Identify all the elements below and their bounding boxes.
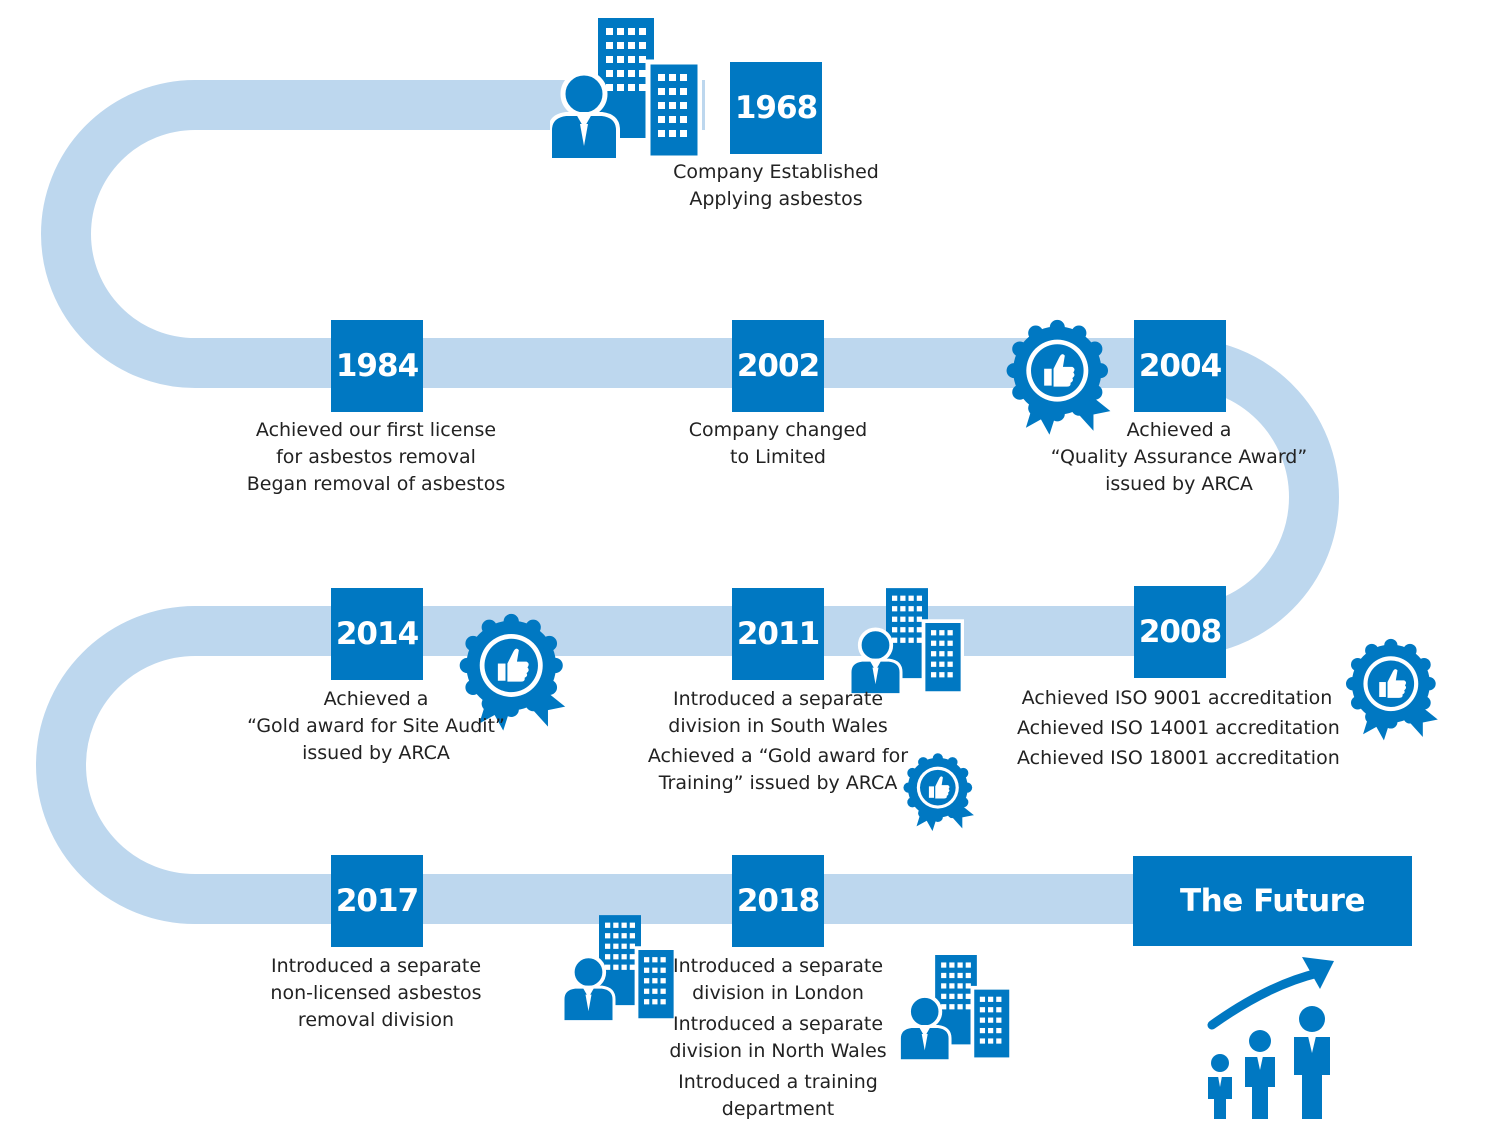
- milestone-line: Achieved a “Gold award for: [647, 745, 909, 767]
- year-box-2008: 2008: [1134, 586, 1226, 678]
- year-box-2018: 2018: [732, 855, 824, 947]
- future-box: The Future: [1133, 856, 1412, 946]
- milestone-line: issued by ARCA: [302, 742, 450, 764]
- milestone-line: Training” issued by ARCA: [658, 772, 898, 794]
- milestone-line: Achieved a: [1126, 419, 1232, 441]
- milestone-line: Achieved our first license: [255, 419, 497, 441]
- milestone-line: Introduced a training: [678, 1071, 878, 1093]
- milestone-line: Introduced a separate: [672, 955, 884, 977]
- milestone-line: department: [721, 1098, 835, 1120]
- milestone-line: removal division: [297, 1009, 455, 1031]
- milestone-line: Company changed: [688, 419, 868, 441]
- milestone-line: for asbestos removal: [276, 446, 476, 468]
- milestone-text-2008: Achieved ISO 9001 accreditation Achieved…: [1017, 683, 1340, 773]
- award-ribbon-thumbs-up-icon: [1346, 637, 1442, 745]
- year-box-1968: 1968: [730, 62, 822, 154]
- milestone-line: to Limited: [730, 446, 826, 468]
- milestone-line: Applying asbestos: [689, 188, 863, 210]
- milestone-line: Achieved ISO 9001 accreditation: [1021, 687, 1333, 709]
- milestone-line: non-licensed asbestos: [270, 982, 482, 1004]
- milestone-line: “Quality Assurance Award”: [1050, 446, 1308, 468]
- year-box-2004: 2004: [1134, 320, 1226, 412]
- milestone-line: division in London: [692, 982, 864, 1004]
- milestone-text-2018: Introduced a separate division in London…: [618, 953, 938, 1123]
- milestone-line: division in South Wales: [668, 715, 888, 737]
- milestone-line: Introduced a separate: [270, 955, 482, 977]
- milestone-text-2014: Achieved a “Gold award for Site Audit” i…: [216, 686, 536, 767]
- milestone-line: issued by ARCA: [1105, 473, 1253, 495]
- milestone-line: Achieved ISO 14001 accreditation: [1017, 717, 1340, 739]
- milestone-line: Achieved a: [323, 688, 429, 710]
- milestone-text-1968: Company Established Applying asbestos: [616, 159, 936, 213]
- milestone-line: division in North Wales: [669, 1040, 887, 1062]
- milestone-line: Company Established: [673, 161, 879, 183]
- milestone-text-2011: Introduced a separate division in South …: [618, 686, 938, 797]
- milestone-line: Introduced a separate: [672, 688, 884, 710]
- year-box-2014: 2014: [331, 588, 423, 680]
- year-box-2017: 2017: [331, 855, 423, 947]
- milestone-line: “Gold award for Site Audit”: [247, 715, 505, 737]
- milestone-text-2002: Company changed to Limited: [618, 417, 938, 471]
- milestone-text-2004: Achieved a “Quality Assurance Award” iss…: [1019, 417, 1339, 498]
- growth-people-arrow-icon: [1207, 957, 1334, 1119]
- year-box-2011: 2011: [732, 588, 824, 680]
- milestone-line: Achieved ISO 18001 accreditation: [1017, 747, 1340, 769]
- year-box-2002: 2002: [732, 320, 824, 412]
- milestone-line: Began removal of asbestos: [246, 473, 506, 495]
- year-box-1984: 1984: [331, 320, 423, 412]
- milestone-text-1984: Achieved our first license for asbestos …: [216, 417, 536, 498]
- milestone-line: Introduced a separate: [672, 1013, 884, 1035]
- business-building-icon: [850, 588, 964, 697]
- business-building-icon: [550, 18, 702, 163]
- milestone-text-2017: Introduced a separate non-licensed asbes…: [216, 953, 536, 1034]
